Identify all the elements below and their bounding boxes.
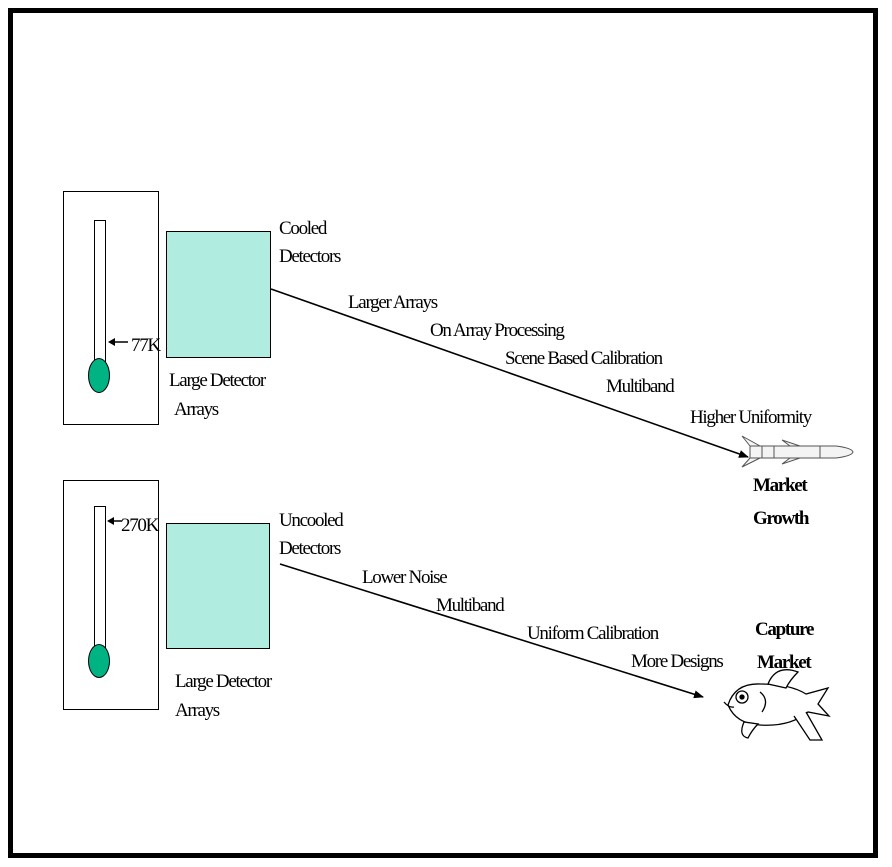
goldfish-missile-icon — [724, 670, 829, 740]
cooled-temperature-arrow — [108, 338, 128, 346]
uncooled-temperature-arrow — [107, 517, 122, 525]
cooled-trend-arrow — [271, 289, 748, 457]
missile-icon — [742, 436, 853, 467]
uncooled-trend-arrow — [280, 564, 703, 697]
